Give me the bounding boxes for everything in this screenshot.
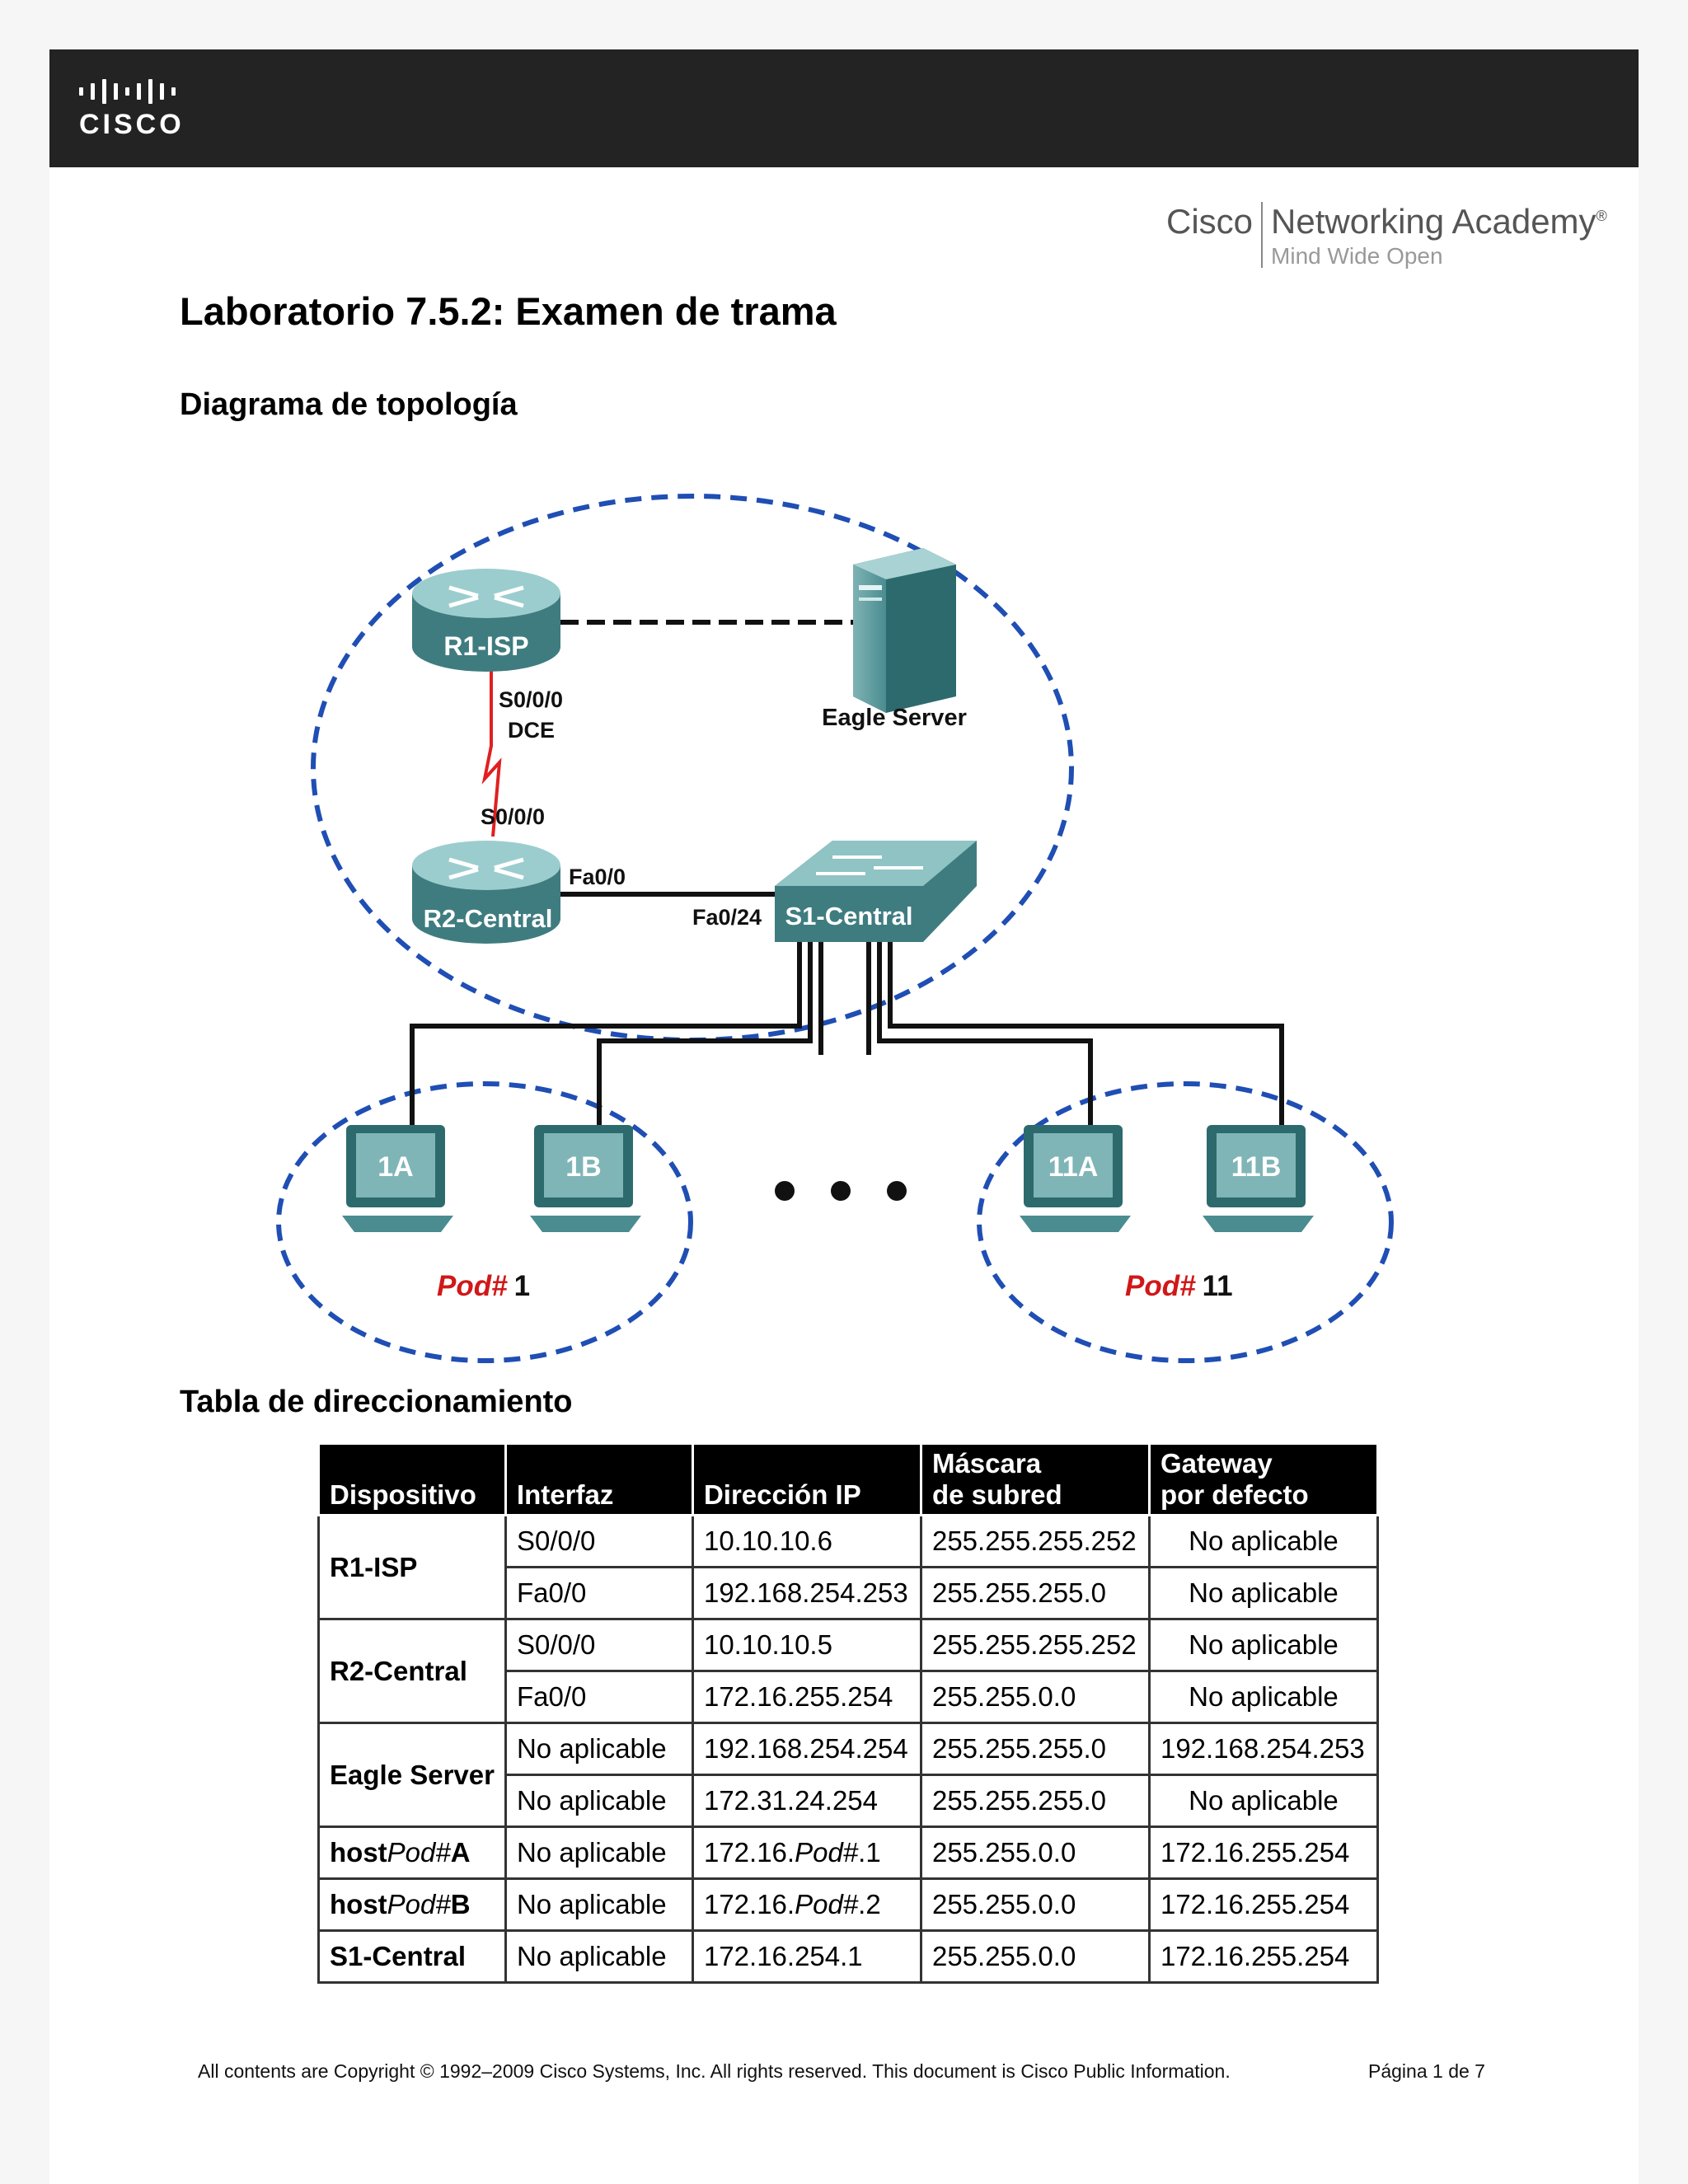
cisco-logo: CISCO <box>79 79 195 145</box>
header-ip: Dirección IP <box>691 1442 922 1516</box>
mask-cell: 255.255.255.252 <box>919 1514 1151 1568</box>
header-device: Dispositivo <box>317 1442 507 1516</box>
interface-cell: Fa0/0 <box>504 1670 694 1724</box>
interface-cell: S0/0/0 <box>504 1514 694 1568</box>
pc-icons <box>342 1125 1314 1232</box>
header-mask: Máscara de subred <box>919 1442 1151 1516</box>
table-row: Fa0/0 172.16.255.254 255.255.0.0 No apli… <box>319 1670 1379 1724</box>
ip-cell: 10.10.10.5 <box>691 1618 922 1672</box>
main-network-cloud <box>311 494 1074 1043</box>
gateway-cell: No aplicable <box>1147 1670 1379 1724</box>
s1-label: S1-Central <box>785 902 912 930</box>
mask-cell: 255.255.255.0 <box>919 1566 1151 1620</box>
pc-11a-label: 11A <box>1048 1151 1099 1183</box>
pod1-cloud <box>276 1081 693 1363</box>
academy-name-a: Cisco <box>1166 202 1254 241</box>
r2-fa-label: Fa0/0 <box>569 865 626 889</box>
footer-page-number: Página 1 de 7 <box>1368 2060 1485 2082</box>
r1-serial-label: S0/0/0 <box>499 687 563 712</box>
table-row: R1-ISP S0/0/0 10.10.10.6 255.255.255.252… <box>317 1514 1379 1620</box>
interface-cell: No aplicable <box>504 1877 694 1932</box>
ip-cell: 10.10.10.6 <box>691 1514 922 1568</box>
gateway-cell: No aplicable <box>1147 1774 1379 1828</box>
gateway-cell: 172.16.255.254 <box>1147 1877 1379 1932</box>
ip-cell: 192.168.254.253 <box>691 1566 922 1620</box>
addressing-heading: Tabla de direccionamiento <box>180 1385 573 1419</box>
table-row: No aplicable 172.31.24.254 255.255.255.0… <box>319 1774 1379 1828</box>
table-header-row: Dispositivo Interfaz Dirección IP Máscar… <box>317 1442 1379 1516</box>
cisco-wordmark: CISCO <box>79 109 185 140</box>
pod11-label: Pod#11 <box>1125 1270 1233 1302</box>
device-cell: R1-ISP <box>317 1514 507 1620</box>
pc-1a-label: 1A <box>377 1151 413 1183</box>
device-cell: hostPod#A <box>317 1825 507 1880</box>
r2-label: R2-Central <box>424 904 553 933</box>
footer-copyright: All contents are Copyright © 1992–2009 C… <box>198 2060 1231 2082</box>
serial-link <box>481 647 502 837</box>
ip-cell: 172.31.24.254 <box>691 1774 922 1828</box>
interface-cell: No aplicable <box>504 1722 694 1776</box>
s1-switch-icon <box>775 841 977 942</box>
pod11-cloud <box>977 1081 1394 1363</box>
academy-name-b: Networking Academy <box>1271 202 1597 241</box>
gateway-cell: No aplicable <box>1147 1618 1379 1672</box>
ip-cell: 172.16.254.1 <box>691 1929 922 1984</box>
academy-tagline: Mind Wide Open <box>1271 243 1443 269</box>
mask-cell: 255.255.255.0 <box>919 1774 1151 1828</box>
mask-cell: 255.255.0.0 <box>919 1929 1151 1984</box>
gateway-cell: 172.16.255.254 <box>1147 1825 1379 1880</box>
eagle-server-icon <box>853 548 956 713</box>
pc-1b-label: 1B <box>565 1151 601 1183</box>
ip-cell: 172.16.Pod#.1 <box>691 1825 922 1880</box>
header-gateway: Gateway por defecto <box>1147 1442 1379 1516</box>
ip-cell: 172.16.Pod#.2 <box>691 1877 922 1932</box>
device-cell: S1-Central <box>317 1929 507 1984</box>
r2-serial-label: S0/0/0 <box>481 804 545 829</box>
mask-cell: 255.255.0.0 <box>919 1877 1151 1932</box>
addressing-table: Dispositivo Interfaz Dirección IP Máscar… <box>317 1442 1379 1984</box>
device-cell: R2-Central <box>317 1618 507 1724</box>
switch-port-label: Fa0/24 <box>692 905 762 930</box>
header-bar: CISCO <box>49 49 1639 167</box>
r1-router-icon <box>412 569 560 672</box>
topology-diagram: R1-ISP R2-Central Eagle Server S1-Centra… <box>276 494 1394 1363</box>
gateway-cell: 192.168.254.253 <box>1147 1722 1379 1776</box>
pc-11b-label: 11B <box>1231 1151 1282 1183</box>
mask-cell: 255.255.0.0 <box>919 1825 1151 1880</box>
gateway-cell: No aplicable <box>1147 1514 1379 1568</box>
ellipsis-dots <box>775 1181 907 1201</box>
r1-label: R1-ISP <box>443 631 528 661</box>
r2-router-icon <box>412 841 560 944</box>
table-row: Fa0/0 192.168.254.253 255.255.255.0 No a… <box>319 1566 1379 1620</box>
interface-cell: S0/0/0 <box>504 1618 694 1672</box>
table-row: hostPod#A No aplicable 172.16.Pod#.1 255… <box>317 1825 1379 1880</box>
header-interface: Interfaz <box>504 1442 694 1516</box>
mask-cell: 255.255.255.252 <box>919 1618 1151 1672</box>
page-title: Laboratorio 7.5.2: Examen de trama <box>180 289 837 333</box>
interface-cell: No aplicable <box>504 1929 694 1984</box>
table-row: S1-Central No aplicable 172.16.254.1 255… <box>317 1929 1379 1984</box>
pod-links <box>410 940 1284 1137</box>
mask-cell: 255.255.0.0 <box>919 1670 1151 1724</box>
table-row: R2-Central S0/0/0 10.10.10.5 255.255.255… <box>317 1618 1379 1724</box>
interface-cell: No aplicable <box>504 1825 694 1880</box>
ip-cell: 192.168.254.254 <box>691 1722 922 1776</box>
pod1-label: Pod#1 <box>437 1270 530 1302</box>
topology-heading: Diagrama de topología <box>180 387 518 422</box>
server-label: Eagle Server <box>822 705 967 731</box>
interface-cell: Fa0/0 <box>504 1566 694 1620</box>
table-row: hostPod#B No aplicable 172.16.Pod#.2 255… <box>317 1877 1379 1932</box>
dce-label: DCE <box>508 718 555 743</box>
device-cell: Eagle Server <box>317 1722 507 1828</box>
device-cell: hostPod#B <box>317 1877 507 1932</box>
ip-cell: 172.16.255.254 <box>691 1670 922 1724</box>
table-row: Eagle Server No aplicable 192.168.254.25… <box>317 1722 1379 1828</box>
gateway-cell: No aplicable <box>1147 1566 1379 1620</box>
mask-cell: 255.255.255.0 <box>919 1722 1151 1776</box>
interface-cell: No aplicable <box>504 1774 694 1828</box>
gateway-cell: 172.16.255.254 <box>1147 1929 1379 1984</box>
